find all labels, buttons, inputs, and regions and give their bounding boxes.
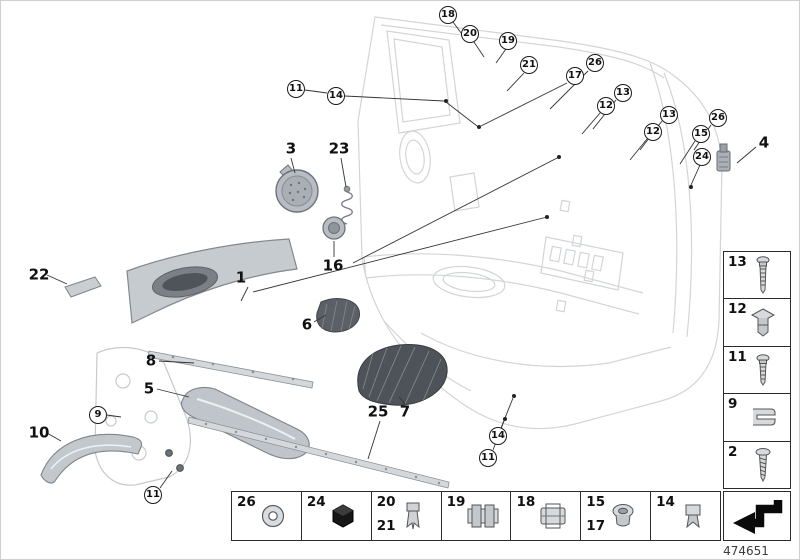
legend-number: 17: [586, 518, 606, 534]
part-16-tweeter: [322, 216, 346, 240]
door-panel-drawing: [357, 16, 723, 430]
legend-number: 2: [728, 443, 738, 460]
part-label-7[interactable]: 7: [399, 402, 411, 421]
part-label-8[interactable]: 8: [145, 351, 157, 370]
callout-12-b[interactable]: 12: [644, 123, 662, 141]
part-25-trim-rail: [187, 416, 450, 489]
part-22-cap: [64, 276, 102, 298]
callout-11-a[interactable]: 11: [287, 80, 305, 98]
legend-cell-14[interactable]: 14: [651, 492, 720, 540]
part-10-pull-handle: [40, 433, 143, 484]
direction-arrow-box: [723, 491, 791, 541]
part-label-6[interactable]: 6: [301, 315, 313, 334]
fastener-legend-right: 13 12 11 9: [723, 251, 791, 489]
leader-dots: [444, 99, 693, 421]
part-label-25[interactable]: 25: [367, 402, 389, 421]
callout-19[interactable]: 19: [499, 32, 517, 50]
callout-14-b[interactable]: 14: [489, 427, 507, 445]
snap-clip-icon: [685, 504, 701, 529]
legend-cell-12[interactable]: 12: [724, 299, 790, 347]
expansion-rivet-icon: [750, 308, 776, 337]
part-8-gasket-strip: [147, 350, 314, 389]
legend-cell-15-17[interactable]: 15 17: [581, 492, 652, 540]
legend-number: 9: [728, 396, 738, 413]
part-7-armrest-closeout: [357, 344, 448, 406]
callout-15[interactable]: 15: [692, 125, 710, 143]
retaining-clip-icon: [540, 503, 566, 529]
legend-cell-18[interactable]: 18: [511, 492, 582, 540]
legend-number: 20: [376, 494, 396, 510]
retaining-clip-wide-icon: [467, 504, 499, 528]
callout-13-b[interactable]: 13: [660, 106, 678, 124]
washer-icon: [262, 504, 285, 528]
legend-number: 18: [516, 494, 536, 510]
carrier-drawing: [94, 346, 191, 486]
callout-17[interactable]: 17: [566, 67, 584, 85]
part-23-spring-pin: [341, 185, 353, 225]
legend-cell-11[interactable]: 11: [724, 347, 790, 395]
callout-9[interactable]: 9: [89, 406, 107, 424]
part-label-23[interactable]: 23: [328, 139, 350, 158]
legend-cell-24[interactable]: 24: [302, 492, 372, 540]
legend-cell-13[interactable]: 13: [724, 252, 790, 300]
callout-13-a[interactable]: 13: [614, 84, 632, 102]
legend-number: 15: [586, 494, 606, 510]
legend-number: 14: [656, 494, 675, 510]
part-3-speaker-cover: [275, 164, 319, 213]
callout-14-a[interactable]: 14: [327, 87, 345, 105]
callout-26-b[interactable]: 26: [709, 109, 727, 127]
part-label-3[interactable]: 3: [285, 139, 297, 158]
part-label-4[interactable]: 4: [758, 133, 770, 152]
callout-11-c[interactable]: 11: [144, 486, 162, 504]
callout-18[interactable]: 18: [439, 6, 457, 24]
self-tapping-screw-icon: [755, 447, 771, 482]
grommet-icon: [612, 504, 634, 527]
part-label-1[interactable]: 1: [235, 268, 247, 287]
legend-number: 12: [728, 301, 747, 318]
part-label-22[interactable]: 22: [28, 265, 50, 284]
legend-number: 26: [237, 494, 256, 510]
part-label-16[interactable]: 16: [322, 256, 344, 275]
legend-number: 11: [728, 348, 747, 365]
part-11-screws: [165, 449, 184, 472]
expanding-clip-icon: [406, 502, 420, 530]
part-1-trim-strip: [126, 238, 298, 324]
legend-number: 19: [446, 494, 466, 510]
part-label-5[interactable]: 5: [143, 379, 155, 398]
callout-24[interactable]: 24: [693, 148, 711, 166]
legend-cell-26[interactable]: 26: [232, 492, 302, 540]
legend-number: 21: [376, 518, 396, 534]
diagram-number: 474651: [723, 544, 769, 558]
part-4-clip: [716, 143, 731, 172]
hex-nut-icon: [332, 504, 354, 528]
callout-12-a[interactable]: 12: [597, 97, 615, 115]
legend-cell-19[interactable]: 19: [442, 492, 512, 540]
fastener-legend-bottom: 26 24 20 21 19: [231, 491, 721, 541]
legend-cell-9[interactable]: 9: [724, 394, 790, 442]
torx-screw-icon: [756, 256, 770, 295]
callout-20[interactable]: 20: [461, 25, 479, 43]
sheet-metal-clip-icon: [753, 408, 776, 426]
torx-screw-icon: [756, 354, 770, 386]
callout-26-a[interactable]: 26: [586, 54, 604, 72]
legend-cell-20-21[interactable]: 20 21: [372, 492, 442, 540]
part-6-handle-cover: [316, 298, 360, 333]
legend-cell-2[interactable]: 2: [724, 442, 790, 488]
legend-number: 13: [728, 254, 747, 270]
callout-21[interactable]: 21: [520, 56, 538, 74]
direction-arrow-icon: [733, 500, 783, 534]
part-label-10[interactable]: 10: [28, 423, 50, 442]
callout-11-b[interactable]: 11: [479, 449, 497, 467]
legend-number: 24: [306, 494, 326, 510]
